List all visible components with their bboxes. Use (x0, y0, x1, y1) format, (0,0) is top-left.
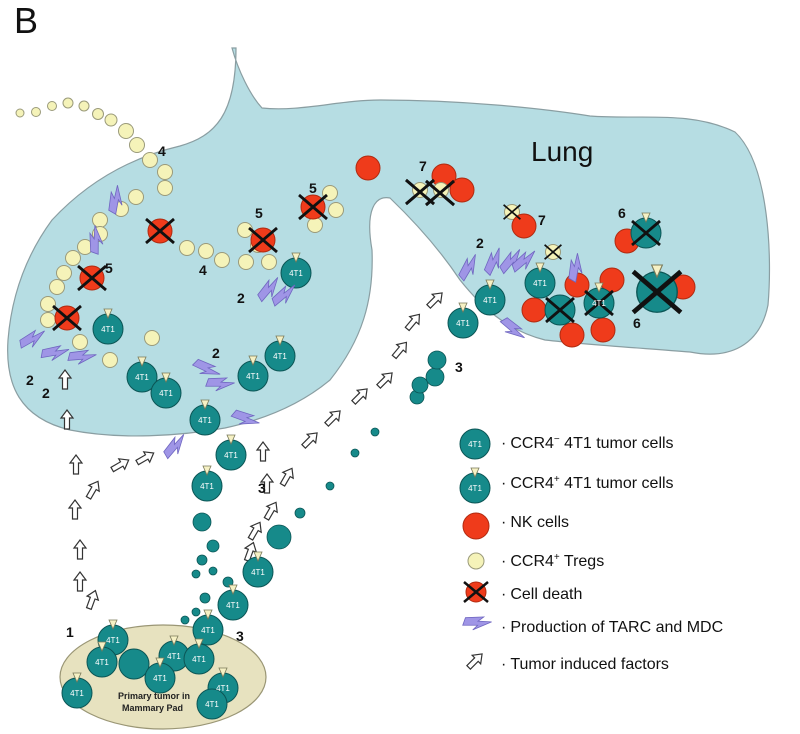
svg-text:4T1: 4T1 (456, 319, 470, 328)
svg-text:5: 5 (255, 205, 263, 221)
svg-text:3: 3 (258, 480, 266, 496)
circulating-tumor-cells (180, 350, 447, 625)
svg-text:2: 2 (26, 372, 34, 388)
primary-tumor-label-line2: Mammary Pad (122, 703, 183, 713)
svg-text:4: 4 (199, 262, 207, 278)
svg-text:6: 6 (618, 205, 626, 221)
legend-icon-bolt (461, 610, 493, 636)
svg-text:4T1: 4T1 (106, 636, 120, 645)
svg-text:4T1: 4T1 (200, 482, 214, 491)
svg-text:2: 2 (42, 385, 50, 401)
legend-text-death: ·Cell death (501, 586, 582, 603)
legend-icon-death (463, 581, 489, 603)
legend-text-treg: ·CCR4+ Tregs (501, 552, 604, 570)
svg-text:4T1: 4T1 (167, 652, 181, 661)
svg-text:4T1: 4T1 (159, 389, 173, 398)
svg-text:4T1: 4T1 (192, 655, 206, 664)
svg-text:5: 5 (309, 180, 317, 196)
primary-tumor-label-line1: Primary tumor in (118, 691, 190, 701)
svg-text:4T1: 4T1 (216, 684, 230, 693)
svg-text:2: 2 (237, 290, 245, 306)
legend-icon-ccr4-neg: 4T1 (459, 428, 491, 460)
legend-text-factors: ·Tumor induced factors (501, 656, 669, 673)
svg-text:4T1: 4T1 (153, 674, 167, 683)
legend-text-tarc: ·Production of TARC and MDC (501, 619, 723, 636)
svg-text:4T1: 4T1 (201, 626, 215, 635)
legend-icon-treg (467, 552, 485, 570)
step-numbers: 1 2 2 2 2 2 3 3 3 4 4 5 5 5 6 6 7 7 (26, 143, 641, 644)
svg-text:4T1: 4T1 (226, 601, 240, 610)
svg-text:4T1: 4T1 (205, 700, 219, 709)
legend-text-nk: ·NK cells (501, 514, 569, 531)
svg-text:3: 3 (236, 628, 244, 644)
svg-text:4T1: 4T1 (246, 372, 260, 381)
svg-text:4T1: 4T1 (101, 325, 115, 334)
svg-text:2: 2 (212, 345, 220, 361)
svg-text:4T1: 4T1 (592, 299, 606, 308)
svg-text:4T1: 4T1 (251, 568, 265, 577)
legend-text-ccr4-pos: ·CCR4+ 4T1 tumor cells (501, 474, 674, 492)
legend: 4T1 4T1 ·CCR4− 4T1 tumor cells ·CCR4+ 4T… (459, 428, 723, 673)
legend-icon-ccr4-pos: 4T1 (459, 467, 491, 504)
panel-letter: B (14, 0, 38, 41)
step-1: 1 (66, 624, 74, 640)
svg-text:4T1: 4T1 (273, 352, 287, 361)
svg-text:4T1: 4T1 (224, 451, 238, 460)
svg-text:4: 4 (158, 143, 166, 159)
svg-text:3: 3 (455, 359, 463, 375)
svg-text:5: 5 (105, 260, 113, 276)
svg-text:4T1: 4T1 (483, 296, 497, 305)
svg-text:4T1: 4T1 (289, 269, 303, 278)
svg-text:4T1: 4T1 (70, 689, 84, 698)
tumor-cell-labels: 4T1 4T1 4T1 4T1 4T1 4T1 4T1 4T1 4T1 4T1 … (70, 269, 606, 709)
legend-text-ccr4-neg: ·CCR4− 4T1 tumor cells (501, 434, 674, 452)
svg-text:7: 7 (538, 212, 546, 228)
svg-text:4T1: 4T1 (95, 658, 109, 667)
lung-label: Lung (531, 136, 593, 167)
treg-trail (15, 97, 173, 196)
svg-text:4T1: 4T1 (468, 440, 482, 449)
svg-text:4T1: 4T1 (198, 416, 212, 425)
svg-text:4T1: 4T1 (533, 279, 547, 288)
legend-icon-nk (462, 512, 490, 540)
svg-text:2: 2 (476, 235, 484, 251)
svg-text:6: 6 (633, 315, 641, 331)
svg-text:4T1: 4T1 (135, 373, 149, 382)
svg-text:4T1: 4T1 (468, 484, 482, 493)
svg-text:7: 7 (419, 158, 427, 174)
legend-icon-arrow (463, 649, 487, 673)
